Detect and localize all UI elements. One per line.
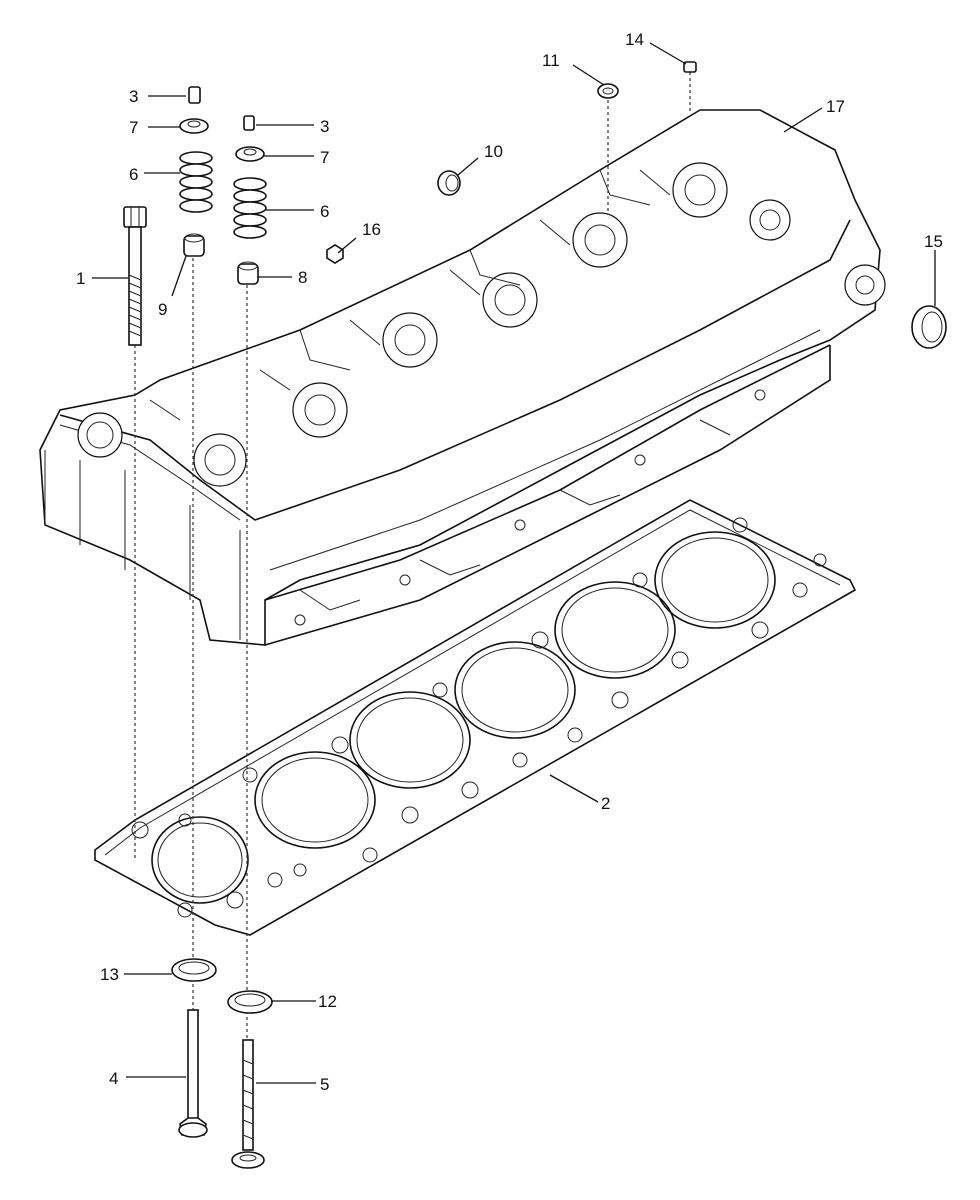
head-bolt bbox=[123, 206, 147, 346]
callout-7-left: 7 bbox=[129, 118, 138, 137]
callout-10: 10 bbox=[484, 142, 503, 161]
assembly-lines bbox=[134, 72, 691, 1040]
callout-7-right: 7 bbox=[320, 148, 329, 167]
callout-2: 2 bbox=[601, 794, 610, 813]
valves bbox=[178, 1009, 265, 1169]
valve-seats bbox=[171, 958, 273, 1014]
valve-cover-bosses bbox=[77, 162, 791, 487]
callout-8: 8 bbox=[298, 268, 307, 287]
cylinder-head bbox=[39, 109, 886, 646]
callout-12: 12 bbox=[318, 992, 337, 1011]
callout-3-left: 3 bbox=[129, 87, 138, 106]
leader-lines bbox=[92, 42, 936, 1084]
callout-11: 11 bbox=[542, 51, 560, 70]
valve-train-right bbox=[233, 115, 267, 285]
callout-14: 14 bbox=[625, 30, 644, 49]
gasket-bores bbox=[151, 531, 776, 904]
callout-17: 17 bbox=[826, 97, 845, 116]
valve-spring-left bbox=[179, 151, 213, 213]
gasket-holes bbox=[131, 517, 827, 918]
callout-13: 13 bbox=[100, 965, 119, 984]
callout-labels: 1 2 3 3 4 5 6 6 7 7 8 9 10 11 12 13 14 1… bbox=[76, 30, 943, 1094]
callout-6-right: 6 bbox=[320, 202, 329, 221]
callout-1: 1 bbox=[76, 269, 85, 288]
callout-6-left: 6 bbox=[129, 165, 138, 184]
callout-15: 15 bbox=[924, 232, 943, 251]
small-parts bbox=[326, 61, 947, 349]
head-gasket bbox=[94, 499, 857, 936]
valve-train-left bbox=[179, 86, 213, 257]
valve-spring-right bbox=[233, 177, 267, 239]
callout-3-right: 3 bbox=[320, 117, 329, 136]
callout-16: 16 bbox=[362, 220, 381, 239]
callout-5: 5 bbox=[320, 1075, 329, 1094]
callout-9: 9 bbox=[158, 300, 167, 319]
callout-4: 4 bbox=[109, 1069, 118, 1088]
